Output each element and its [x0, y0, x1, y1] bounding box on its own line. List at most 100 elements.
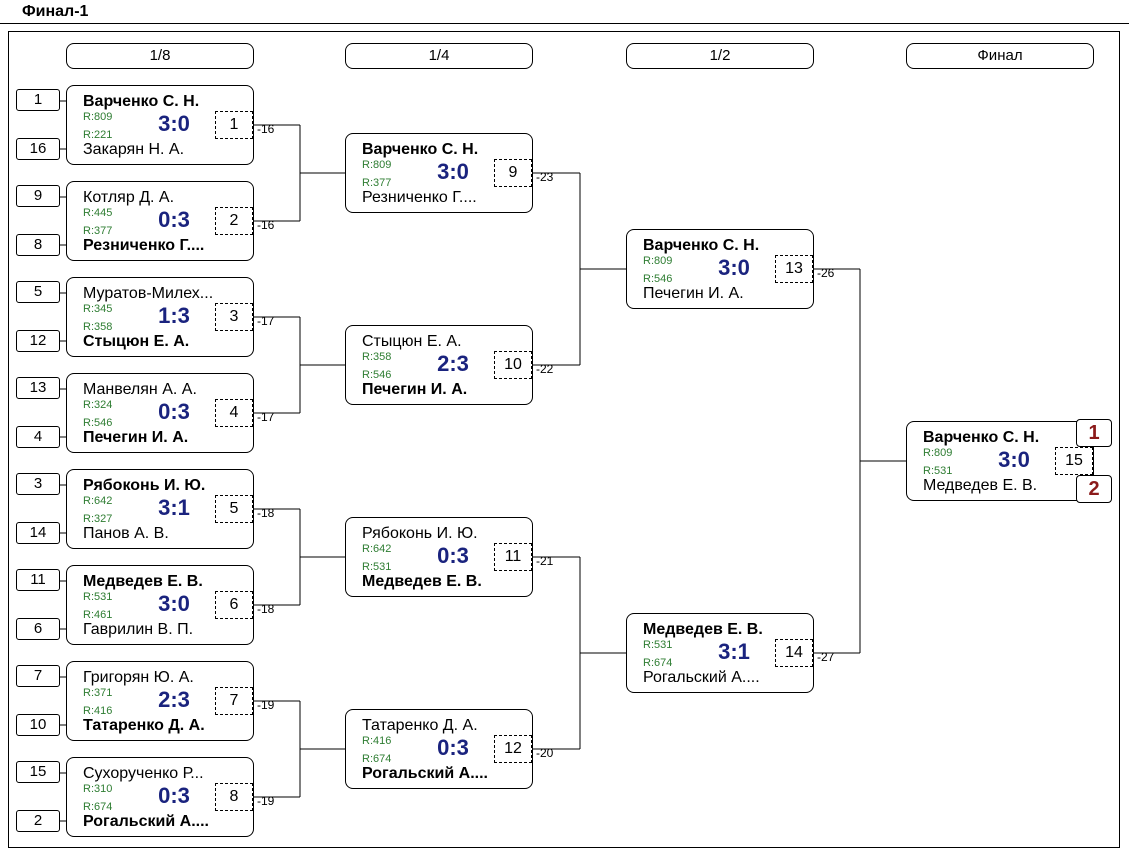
player-name-top: Манвелян А. А. — [83, 381, 197, 398]
match-number: 4 — [215, 399, 253, 427]
player-rating-bottom: R:531 — [923, 465, 953, 477]
match-score: 0:3 — [437, 735, 469, 760]
match-score: 3:1 — [718, 639, 750, 664]
player-rating-top: R:642 — [362, 543, 392, 555]
player-name-bottom: Рогальский А.... — [362, 765, 488, 782]
player-name-bottom: Рогальский А.... — [83, 813, 209, 830]
player-name-top: Медведев Е. В. — [643, 621, 763, 638]
match-number: 3 — [215, 303, 253, 331]
player-name-top: Варченко С. Н. — [83, 93, 200, 110]
match-number: 14 — [775, 639, 813, 667]
match-score: 3:0 — [158, 591, 190, 616]
match-score: 3:1 — [158, 495, 190, 520]
match-score: 2:3 — [158, 687, 190, 712]
seed-number-box: 15 — [16, 761, 60, 783]
player-name-top: Медведев Е. В. — [83, 573, 203, 590]
match-score: 0:3 — [158, 399, 190, 424]
seed-number-box: 8 — [16, 234, 60, 256]
seed-number-box: 6 — [16, 618, 60, 640]
loser-destination-label: -23 — [536, 170, 554, 184]
match-score: 3:0 — [718, 255, 750, 280]
match-number: 12 — [494, 735, 532, 763]
final-place-box: 2 — [1076, 475, 1112, 503]
loser-destination-label: -27 — [817, 650, 835, 664]
player-name-bottom: Закарян Н. А. — [83, 141, 185, 158]
seed-number-box: 12 — [16, 330, 60, 352]
player-rating-top: R:358 — [362, 351, 392, 363]
player-name-bottom: Резниченко Г.... — [83, 237, 205, 254]
player-name-top: Варченко С. Н. — [923, 429, 1040, 446]
player-name-bottom: Рогальский А.... — [643, 669, 760, 686]
loser-destination-label: -22 — [536, 362, 554, 376]
page-title: Финал-1 — [22, 3, 89, 20]
player-name-top: Варченко С. Н. — [643, 237, 760, 254]
match-number: 7 — [215, 687, 253, 715]
player-rating-bottom: R:531 — [362, 561, 392, 573]
player-rating-top: R:642 — [83, 495, 113, 507]
player-rating-top: R:809 — [83, 111, 113, 123]
loser-destination-label: -17 — [257, 410, 275, 424]
match-score: 2:3 — [437, 351, 469, 376]
player-name-top: Рябоконь И. Ю. — [83, 477, 206, 494]
round-header-2: 1/4 — [345, 43, 533, 69]
loser-destination-label: -19 — [257, 698, 275, 712]
player-rating-bottom: R:377 — [83, 225, 113, 237]
match-number: 5 — [215, 495, 253, 523]
player-rating-top: R:531 — [83, 591, 113, 603]
player-name-bottom: Стыцюн Е. А. — [83, 333, 190, 350]
player-rating-bottom: R:674 — [362, 753, 392, 765]
match-score: 0:3 — [437, 543, 469, 568]
match-number: 11 — [494, 543, 532, 571]
player-rating-bottom: R:674 — [83, 801, 113, 813]
loser-destination-label: -26 — [817, 266, 835, 280]
player-name-bottom: Медведев Е. В. — [362, 573, 482, 590]
player-name-top: Стыцюн Е. А. — [362, 333, 462, 350]
round-header-1: 1/8 — [66, 43, 254, 69]
match-score: 3:0 — [158, 111, 190, 136]
round-header-4: Финал — [906, 43, 1094, 69]
seed-number-box: 4 — [16, 426, 60, 448]
player-name-top: Муратов-Милех... — [83, 285, 214, 302]
player-rating-top: R:809 — [362, 159, 392, 171]
loser-destination-label: -18 — [257, 602, 275, 616]
player-rating-top: R:310 — [83, 783, 113, 795]
loser-destination-label: -18 — [257, 506, 275, 520]
player-rating-top: R:345 — [83, 303, 113, 315]
seed-number-box: 11 — [16, 569, 60, 591]
seed-number-box: 3 — [16, 473, 60, 495]
player-rating-bottom: R:416 — [83, 705, 113, 717]
player-name-bottom: Печегин И. А. — [83, 429, 189, 446]
seed-number-box: 7 — [16, 665, 60, 687]
match-number: 9 — [494, 159, 532, 187]
player-rating-bottom: R:377 — [362, 177, 392, 189]
loser-destination-label: -16 — [257, 218, 275, 232]
player-rating-top: R:445 — [83, 207, 113, 219]
match-number: 8 — [215, 783, 253, 811]
player-rating-top: R:371 — [83, 687, 113, 699]
match-number: 10 — [494, 351, 532, 379]
seed-number-box: 16 — [16, 138, 60, 160]
player-rating-top: R:531 — [643, 639, 673, 651]
player-rating-top: R:809 — [923, 447, 953, 459]
match-score: 3:0 — [437, 159, 469, 184]
round-header-3: 1/2 — [626, 43, 814, 69]
match-number: 15 — [1055, 447, 1093, 475]
player-rating-bottom: R:546 — [643, 273, 673, 285]
player-rating-bottom: R:327 — [83, 513, 113, 525]
match-score: 0:3 — [158, 207, 190, 232]
